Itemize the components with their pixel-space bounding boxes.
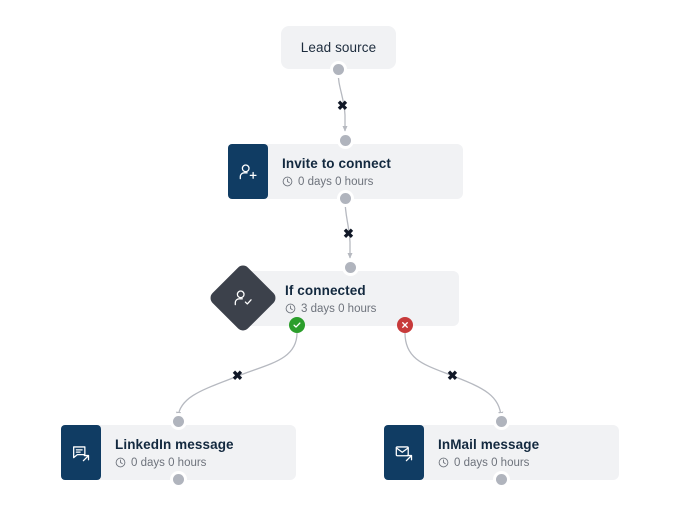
branch-badge-no[interactable] (397, 317, 413, 333)
port-inmail-message-in[interactable] (496, 416, 507, 427)
node-body: LinkedIn message 0 days 0 hours (101, 425, 296, 480)
node-invite-to-connect[interactable]: Invite to connect 0 days 0 hours (228, 144, 463, 199)
node-title: InMail message (438, 436, 540, 452)
edge-delete-marker[interactable]: ✖ (343, 226, 354, 241)
envelope-send-icon (384, 425, 424, 480)
node-delay: 0 days 0 hours (438, 456, 609, 470)
clock-icon (438, 457, 449, 468)
user-plus-icon (228, 144, 268, 199)
port-if-connected-in[interactable] (345, 262, 356, 273)
node-if-connected[interactable]: If connected 3 days 0 hours (243, 271, 459, 326)
node-delay-label: 0 days 0 hours (454, 456, 530, 469)
port-invite-to-connect-out[interactable] (340, 193, 351, 204)
node-title: Invite to connect (282, 155, 391, 171)
port-lead-source-out[interactable] (333, 64, 344, 75)
node-delay: 0 days 0 hours (115, 456, 286, 470)
node-body: Invite to connect 0 days 0 hours (268, 144, 463, 199)
node-title: If connected (285, 282, 366, 298)
node-delay: 0 days 0 hours (282, 175, 453, 189)
node-lead-source[interactable]: Lead source (281, 26, 396, 69)
edge-delete-marker[interactable]: ✖ (232, 368, 243, 383)
condition-diamond-if-connected[interactable] (207, 262, 279, 334)
branch-badge-yes[interactable] (289, 317, 305, 333)
port-invite-to-connect-in[interactable] (340, 135, 351, 146)
port-linkedin-message-out[interactable] (173, 474, 184, 485)
node-delay-label: 0 days 0 hours (131, 456, 207, 469)
clock-icon (285, 303, 296, 314)
node-title: Lead source (300, 40, 377, 55)
edge-delete-marker[interactable]: ✖ (447, 368, 458, 383)
node-delay: 3 days 0 hours (285, 302, 449, 316)
clock-icon (115, 457, 126, 468)
port-inmail-message-out[interactable] (496, 474, 507, 485)
node-body: InMail message 0 days 0 hours (424, 425, 619, 480)
node-linkedin-message[interactable]: LinkedIn message 0 days 0 hours (61, 425, 296, 480)
port-linkedin-message-in[interactable] (173, 416, 184, 427)
clock-icon (282, 176, 293, 187)
user-check-icon (232, 287, 254, 309)
edge-delete-marker[interactable]: ✖ (337, 98, 348, 113)
node-title: LinkedIn message (115, 436, 234, 452)
node-body: If connected 3 days 0 hours (243, 271, 459, 326)
message-send-icon (61, 425, 101, 480)
node-delay-label: 0 days 0 hours (298, 175, 374, 188)
node-delay-label: 3 days 0 hours (301, 302, 377, 315)
node-inmail-message[interactable]: InMail message 0 days 0 hours (384, 425, 619, 480)
